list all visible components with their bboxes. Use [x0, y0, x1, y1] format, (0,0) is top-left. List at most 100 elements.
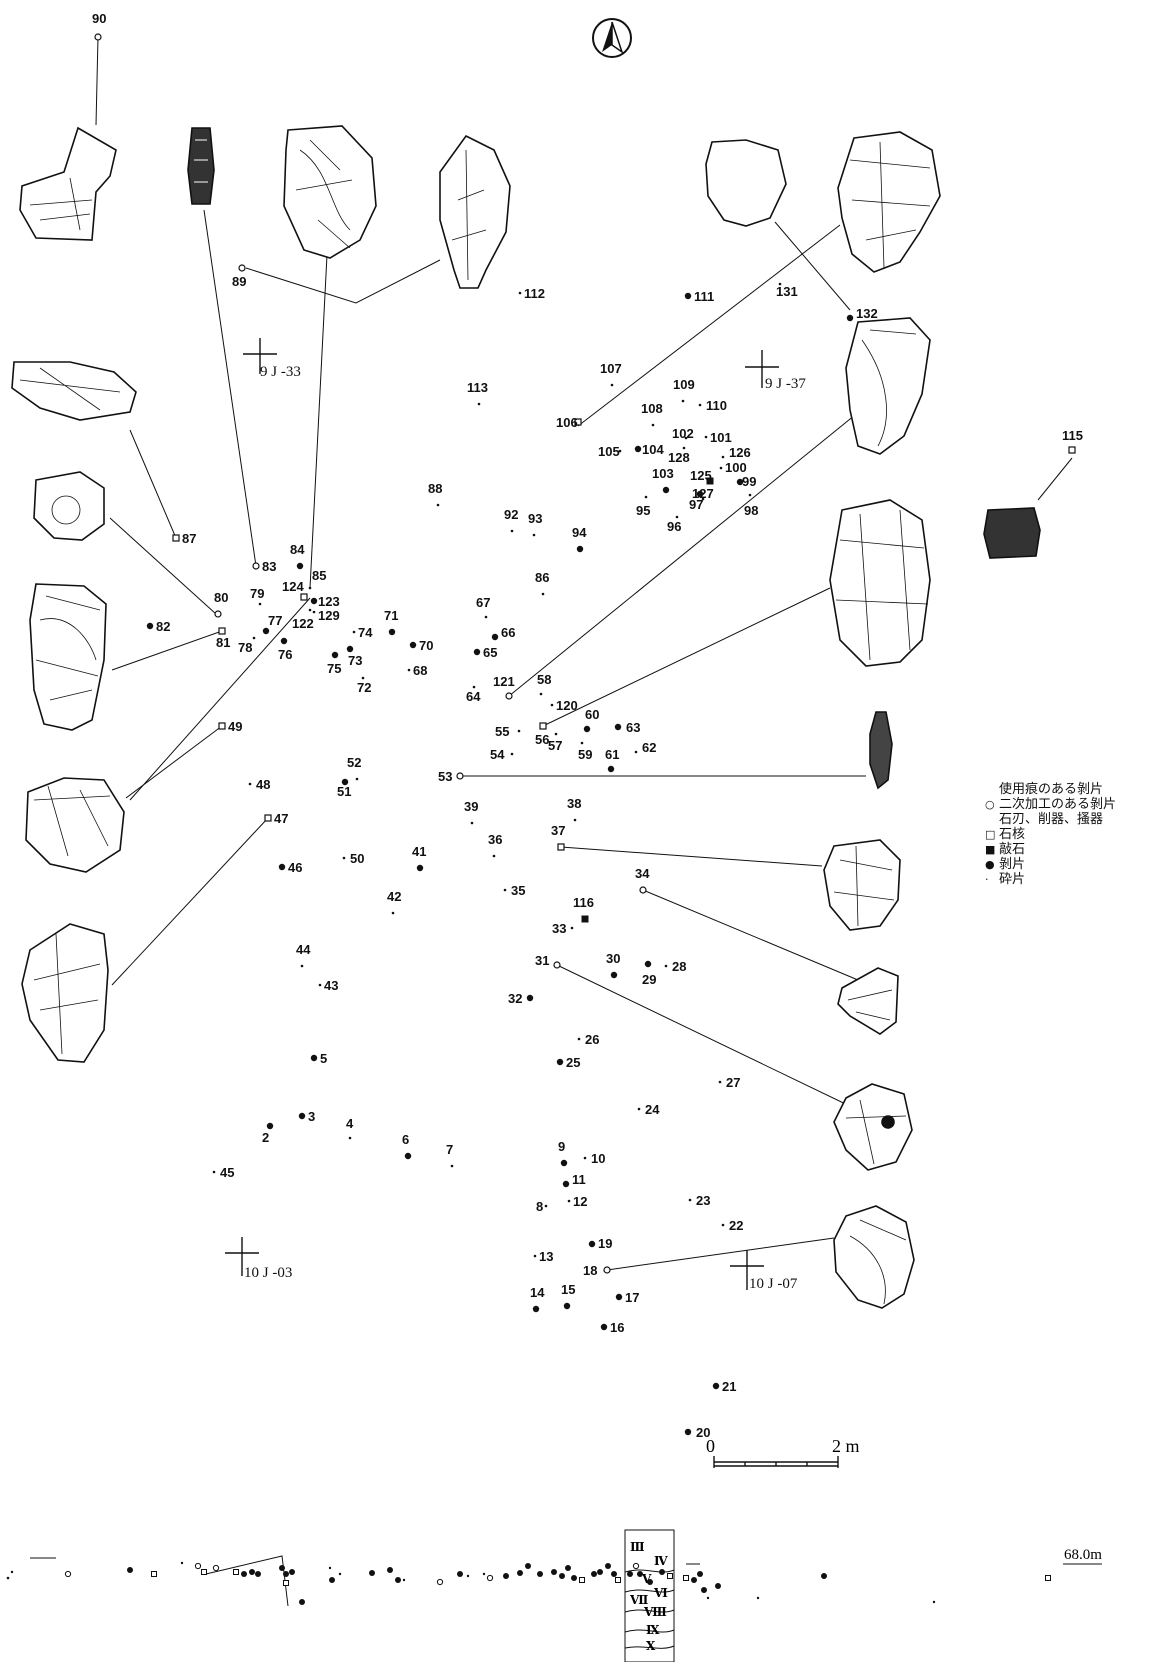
- profile-point: [436, 1578, 444, 1586]
- artifact-label-37: 37: [551, 823, 565, 838]
- artifact-label-30: 30: [606, 951, 620, 966]
- artifact-57: 57: [548, 732, 562, 753]
- artifact-label-41: 41: [412, 844, 426, 859]
- grid-cross-9J37: [745, 350, 779, 388]
- artifact-20: 20: [684, 1425, 710, 1440]
- artifact-marker-116: [581, 915, 589, 923]
- profile-point: [591, 1571, 597, 1577]
- artifact-label-60: 60: [585, 707, 599, 722]
- profile-point: [559, 1573, 565, 1579]
- artifact-104: 104: [634, 442, 664, 457]
- artifact-25: 25: [556, 1055, 580, 1070]
- artifact-label-80: 80: [214, 590, 228, 605]
- artifact-9: 9: [558, 1139, 568, 1167]
- artifact-label-4: 4: [346, 1116, 354, 1131]
- artifact-87: 87: [172, 531, 196, 546]
- artifact-marker-2: [266, 1122, 274, 1130]
- artifact-90: 90: [92, 11, 106, 41]
- artifact-79: 79: [250, 586, 264, 606]
- tool-drawing-87: [11, 361, 137, 421]
- artifact-marker-97: [701, 497, 705, 501]
- artifact-126: 126: [721, 445, 751, 460]
- artifact-label-27: 27: [726, 1075, 740, 1090]
- artifact-marker-129: [312, 610, 316, 614]
- artifact-marker-55: [517, 729, 521, 733]
- artifact-marker-96: [675, 515, 679, 519]
- profile-point: [697, 1571, 703, 1577]
- artifact-56: 56: [535, 722, 549, 747]
- artifact-label-82: 82: [156, 619, 170, 634]
- artifact-label-76: 76: [278, 647, 292, 662]
- artifact-label-11: 11: [572, 1172, 586, 1187]
- section-layer-9: Ⅸ: [646, 1623, 660, 1637]
- artifact-label-31: 31: [535, 953, 549, 968]
- profile-point: [402, 1578, 406, 1582]
- profile-point: [565, 1565, 571, 1571]
- artifact-115: 115: [1062, 428, 1083, 454]
- profile-point: [756, 1596, 760, 1600]
- artifact-marker-50: [342, 856, 346, 860]
- artifact-label-6: 6: [402, 1132, 409, 1147]
- grid-cross-10J03: [225, 1237, 259, 1276]
- artifact-71: 71: [384, 608, 398, 636]
- tool-drawing-point: [439, 134, 511, 289]
- artifact-label-97: 97: [689, 497, 703, 512]
- profile-point: [525, 1563, 531, 1569]
- profile-point: [212, 1564, 220, 1572]
- artifact-label-99: 99: [742, 474, 756, 489]
- artifact-label-21: 21: [722, 1379, 736, 1394]
- section-layer-4: Ⅳ: [654, 1554, 668, 1568]
- artifact-marker-43: [318, 983, 322, 987]
- artifact-marker-56: [539, 722, 547, 730]
- artifact-marker-33: [570, 926, 574, 930]
- artifact-label-88: 88: [428, 481, 442, 496]
- artifact-marker-109: [681, 399, 685, 403]
- artifact-label-49: 49: [228, 719, 242, 734]
- profile-point: [10, 1570, 14, 1574]
- artifact-label-63: 63: [626, 720, 640, 735]
- profile-point: [283, 1571, 289, 1577]
- artifact-label-65: 65: [483, 645, 497, 660]
- tool-drawing-blade-top: [187, 127, 215, 205]
- artifact-marker-34: [639, 886, 647, 894]
- artifact-marker-132: [846, 314, 854, 322]
- artifact-75: 75: [327, 651, 341, 676]
- artifact-86: 86: [535, 570, 549, 596]
- grid-label-9J33: 9 J -33: [260, 364, 301, 380]
- artifact-marker-87: [172, 534, 180, 542]
- artifact-30: 30: [606, 951, 620, 979]
- legend-row: ○二次加工のある剝片: [985, 797, 1116, 812]
- artifact-marker-49: [218, 722, 226, 730]
- artifact-marker-22: [721, 1223, 725, 1227]
- artifact-marker-24: [637, 1107, 641, 1111]
- artifact-61: 61: [605, 747, 619, 773]
- artifact-label-122: 122: [292, 616, 314, 631]
- artifact-label-73: 73: [348, 653, 362, 668]
- artifact-label-58: 58: [537, 672, 551, 687]
- artifact-label-81: 81: [216, 635, 230, 650]
- artifact-marker-88: [436, 503, 440, 507]
- artifact-48: 48: [248, 777, 270, 792]
- artifact-marker-79: [258, 602, 262, 606]
- profile-point: [691, 1577, 697, 1583]
- artifact-marker-32: [526, 994, 534, 1002]
- artifact-21: 21: [712, 1379, 736, 1394]
- artifact-marker-90: [94, 33, 102, 41]
- artifact-marker-127: [696, 490, 704, 498]
- artifact-marker-3: [298, 1112, 306, 1120]
- artifact-marker-13: [533, 1254, 537, 1258]
- legend-row: ·砕片: [985, 872, 1116, 887]
- artifact-label-22: 22: [729, 1218, 743, 1233]
- grid-label-9J37: 9 J -37: [765, 376, 806, 392]
- artifact-76: 76: [278, 637, 292, 662]
- artifact-62: 62: [634, 740, 656, 755]
- section-profile: [30, 1529, 700, 1662]
- profile-point: [932, 1600, 936, 1604]
- artifact-marker-71: [388, 628, 396, 636]
- profile-point: [537, 1571, 543, 1577]
- artifact-22: 22: [721, 1218, 743, 1233]
- section-layer-6: Ⅵ: [653, 1586, 668, 1600]
- artifact-label-68: 68: [413, 663, 427, 678]
- profile-point: [597, 1569, 603, 1575]
